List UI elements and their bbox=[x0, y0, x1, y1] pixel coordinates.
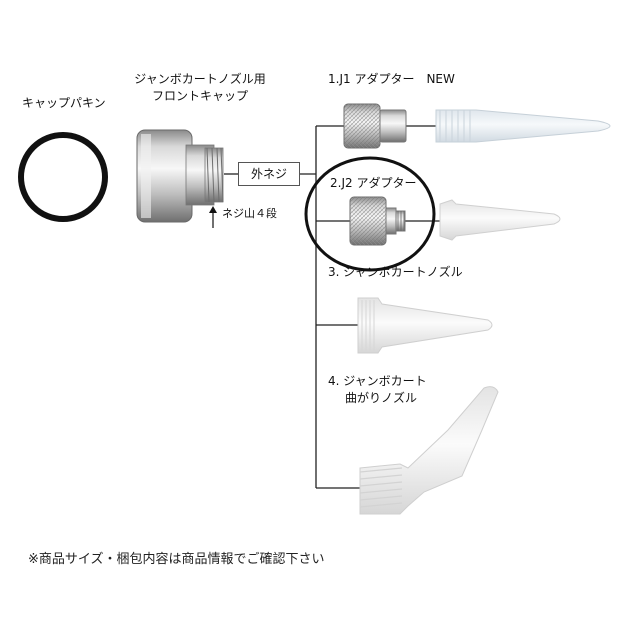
item-jumbo-cart-nozzle-label: 3. ジャンボカートノズル bbox=[328, 265, 463, 279]
item-j2-adapter-label: 2.J2 アダプター bbox=[330, 176, 417, 190]
j2-highlight-circle bbox=[304, 156, 436, 272]
item-bent-nozzle-label-line2: 曲がりノズル bbox=[345, 391, 418, 405]
j2-nozzle bbox=[439, 199, 561, 241]
front-cap-threads bbox=[204, 147, 224, 203]
jumbo-cart-bent-nozzle bbox=[359, 386, 499, 515]
footnote: ※商品サイズ・梱包内容は商品情報でご確認下さい bbox=[28, 552, 325, 567]
jumbo-cart-nozzle bbox=[357, 297, 493, 354]
connector-lines bbox=[224, 125, 440, 489]
j1-nozzle bbox=[435, 109, 611, 143]
cap-packing-label: キャップパキン bbox=[22, 96, 106, 110]
thread-steps-arrow bbox=[209, 206, 217, 228]
outer-thread-label: 外ネジ bbox=[238, 162, 300, 186]
front-cap-label-line1: ジャンボカートノズル用 bbox=[134, 72, 266, 86]
thread-steps-label: ネジ山４段 bbox=[222, 207, 277, 220]
item-bent-nozzle-label-line1: 4. ジャンボカート bbox=[328, 374, 427, 388]
cap-packing-ring bbox=[18, 132, 108, 222]
front-cap-label-line2: フロントキャップ bbox=[151, 89, 248, 103]
item-j1-adapter-label: 1.J1 アダプター NEW bbox=[328, 72, 455, 86]
j2-adapter bbox=[349, 196, 406, 246]
j1-adapter bbox=[343, 103, 407, 149]
front-cap bbox=[136, 129, 224, 223]
